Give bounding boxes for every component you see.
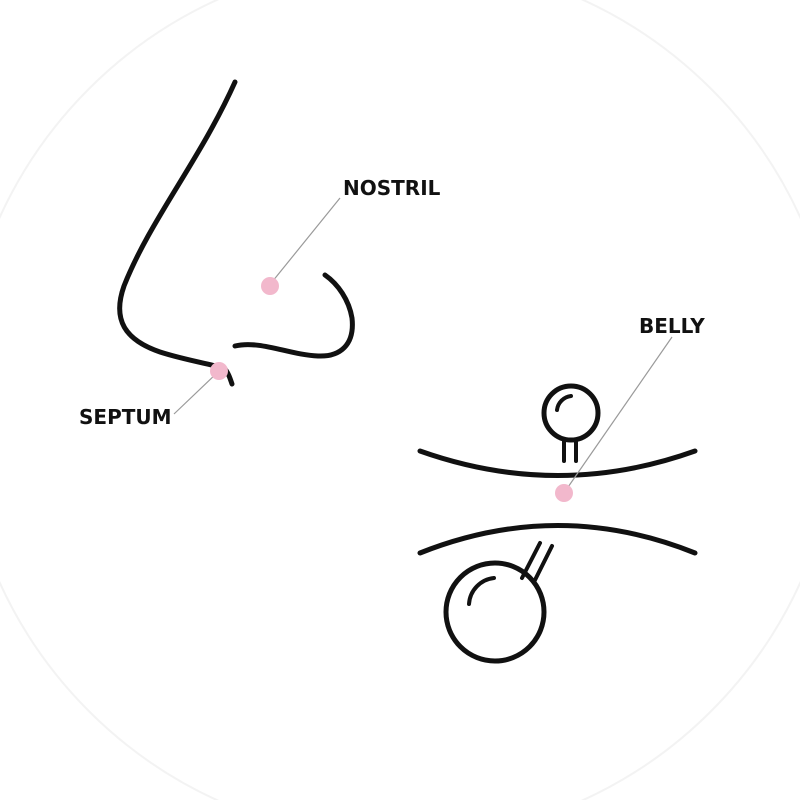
top-ball [541,383,601,443]
nose-nostril-line [232,272,355,359]
top-ball-highlight [555,394,573,412]
bottom-ball-highlight [467,576,496,606]
belly-skin-top [417,448,698,478]
bottom-ball [443,560,547,664]
belly-label: BELLY [639,314,705,338]
septum-marker [210,362,228,380]
septum-label: SEPTUM [79,405,172,429]
septum-leader-line [173,371,219,415]
belly-skin-bottom [417,523,698,556]
nostril-label: NOSTRIL [343,176,441,200]
belly-barbell-icon [417,383,698,664]
nostril-marker [261,277,279,295]
bottom-bar-right [532,544,554,584]
nostril-leader-line [271,197,341,283]
belly-marker [555,484,573,502]
belly-leader-line [565,336,673,491]
